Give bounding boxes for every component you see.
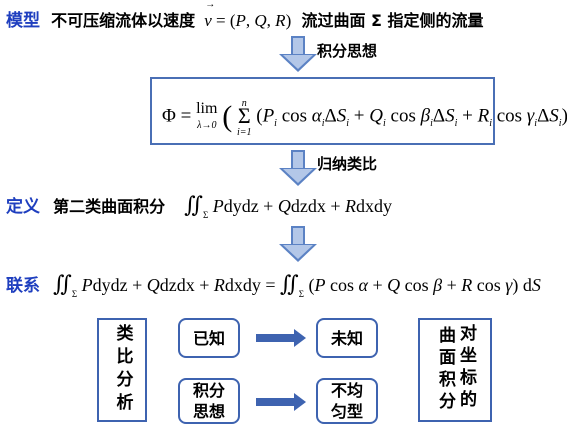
unknown-text: 未知: [330, 328, 363, 348]
known-box: 已知: [178, 318, 240, 358]
model-text-before: 不可压缩流体以速度: [51, 11, 196, 30]
down-arrow-2: [279, 150, 317, 186]
integral-idea-text: 积分 思想: [192, 381, 225, 421]
flux-formula-box: Φ = lim λ→0 ( n Σ i=1 (Pi cos αiΔSi + Qi…: [150, 77, 567, 145]
right-arrow-2: [256, 393, 306, 411]
known-text: 已知: [192, 328, 225, 348]
integral-idea-box: 积分 思想: [178, 378, 240, 424]
analogy-analysis-box: 类比分析: [97, 318, 147, 422]
relation-label: 联系: [6, 276, 40, 296]
arrow-label-induction-analogy: 归纳类比: [317, 155, 378, 173]
relation-formula: ∬Σ Pdydz + Qdzdx + Rdxdy = ∬Σ (P cos α +…: [53, 271, 541, 299]
velocity-formula: v→ = (P, Q, R): [204, 0, 292, 30]
definition-name: 第二类曲面积分: [53, 197, 166, 216]
nonuniform-box: 不均 匀型: [316, 378, 378, 424]
down-arrow-1: [279, 36, 317, 72]
definition-label: 定义: [6, 197, 40, 217]
down-arrow-3: [279, 226, 317, 262]
flux-formula: Φ = lim λ→0 ( n Σ i=1 (Pi cos αiΔSi + Qi…: [162, 98, 567, 138]
model-row: 模型 不可压缩流体以速度 v→ = (P, Q, R) 流过曲面 Σ 指定侧的流…: [6, 0, 484, 31]
definition-row: 定义 第二类曲面积分 ∬Σ Pdydz + Qdzdx + Rdxdy: [6, 192, 392, 220]
coordinate-text: 对坐标的: [456, 324, 476, 412]
arrow-label-integral-idea: 积分思想: [317, 42, 378, 60]
right-arrow-1: [256, 329, 306, 347]
nonuniform-text: 不均 匀型: [330, 381, 363, 421]
unknown-box: 未知: [316, 318, 378, 358]
model-label: 模型: [6, 11, 40, 31]
surface-integral-box: 曲面积分 对坐标的: [418, 318, 492, 422]
definition-integral: ∬Σ Pdydz + Qdzdx + Rdxdy: [184, 192, 392, 220]
analogy-analysis-text: 类比分析: [112, 324, 133, 416]
model-text-after: 流过曲面 Σ 指定侧的流量: [301, 11, 484, 30]
relation-row: 联系 ∬Σ Pdydz + Qdzdx + Rdxdy = ∬Σ (P cos …: [6, 271, 541, 299]
surface-integral-text: 曲面积分: [435, 326, 455, 414]
